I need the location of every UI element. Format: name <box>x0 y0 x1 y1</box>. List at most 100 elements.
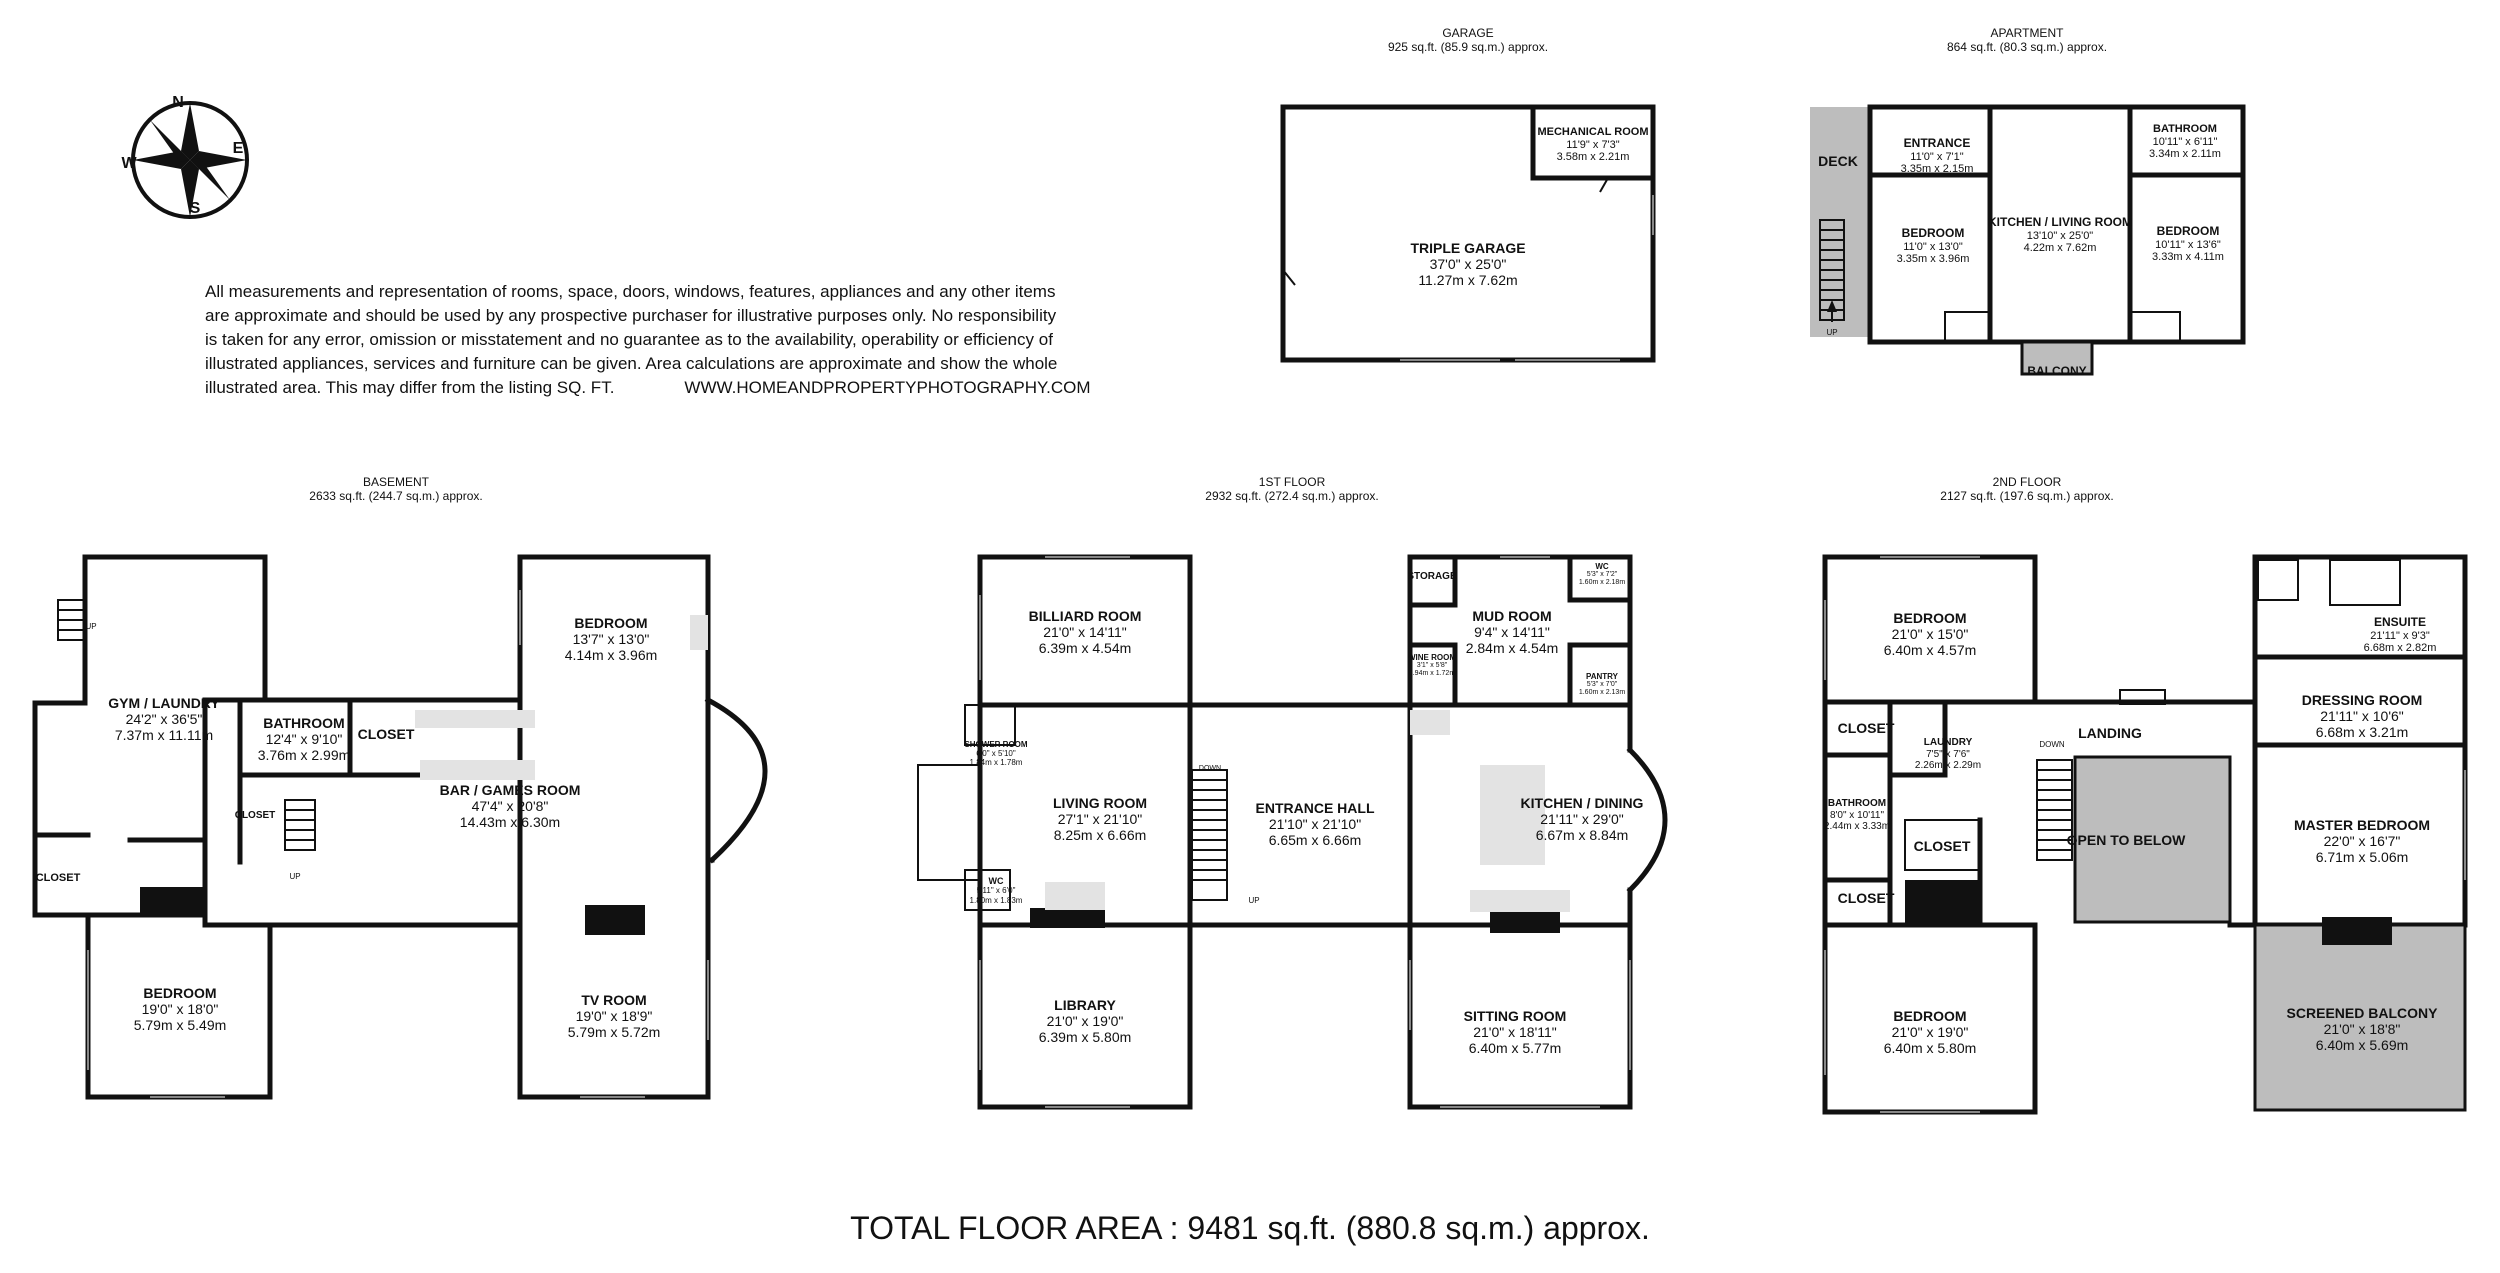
disclaimer-line: illustrated appliances, services and fur… <box>205 354 1058 373</box>
room-landing: LANDING <box>2078 725 2142 741</box>
room-deck: DECK <box>1818 153 1858 169</box>
garage-plan <box>1280 104 1656 363</box>
room-metric: 14.43m x 6.30m <box>459 814 561 831</box>
room-name: TRIPLE GARAGE <box>1410 240 1526 256</box>
room-wc-1: WC 5'11" x 6'0" 1.80m x 1.83m <box>970 876 1023 905</box>
room-imperial: 21'11" x 9'3" <box>2370 629 2430 642</box>
room-first-up: UP <box>1248 896 1260 905</box>
disclaimer: All measurements and representation of r… <box>205 280 1091 400</box>
room-imperial: 19'0" x 18'0" <box>141 1001 219 1018</box>
room-first-down: DOWN <box>1198 765 1222 772</box>
room-name: BEDROOM <box>574 615 648 631</box>
compass-east: E <box>232 140 244 157</box>
room-metric: 3.58m x 2.21m <box>1556 151 1630 164</box>
room-metric: 0.94m x 1.72m <box>1408 670 1456 678</box>
room-metric: 6.67m x 8.84m <box>1535 827 1629 844</box>
room-metric: 4.22m x 7.62m <box>2023 242 2097 255</box>
first-floor-header: 1ST FLOOR 2932 sq.ft. (272.4 sq.m.) appr… <box>1205 475 1378 504</box>
disclaimer-line: are approximate and should be used by an… <box>205 306 1057 325</box>
room-name: DECK <box>1818 153 1858 169</box>
room-name: KITCHEN / LIVING ROOM <box>1988 215 2132 229</box>
room-imperial: 12'4" x 9'10" <box>265 731 343 748</box>
room-basement-closet-1: CLOSET <box>358 726 415 742</box>
room-name: BEDROOM <box>143 985 217 1001</box>
room-name: MUD ROOM <box>1472 608 1552 624</box>
room-imperial: 11'0" x 13'0" <box>1903 240 1963 253</box>
room-imperial: 21'0" x 18'11" <box>1473 1024 1557 1041</box>
room-name: SHOWER ROOM <box>964 740 1028 749</box>
room-second-bedroom-1: BEDROOM 21'0" x 15'0" 6.40m x 4.57m <box>1884 610 1977 658</box>
floor-title: BASEMENT <box>362 475 429 489</box>
room-imperial: 11'0" x 7'1" <box>1910 150 1964 163</box>
room-second-closet-2: CLOSET <box>1914 838 1971 854</box>
room-library: LIBRARY 21'0" x 19'0" 6.39m x 5.80m <box>1039 997 1132 1045</box>
room-metric: 6.40m x 5.80m <box>1883 1040 1977 1057</box>
room-name: CLOSET <box>357 726 415 742</box>
room-metric: 6.68m x 3.21m <box>2315 724 2409 741</box>
room-metric: 4.14m x 3.96m <box>564 647 658 664</box>
room-metric: 3.76m x 2.99m <box>257 747 351 764</box>
room-name: CLOSET <box>1913 838 1971 854</box>
room-metric: 1.60m x 2.18m <box>1578 579 1626 587</box>
floor-area: 925 sq.ft. (85.9 sq.m.) approx. <box>1387 39 1549 54</box>
room-metric: 2.26m x 2.29m <box>1914 760 1982 771</box>
room-apt-bedroom-2: BEDROOM 10'11" x 13'6" 3.33m x 4.11m <box>2152 224 2224 264</box>
room-imperial: 21'10" x 21'10" <box>1268 816 1362 833</box>
room-wine: WINE ROOM 3'1" x 5'8" 0.94m x 1.72m <box>1408 653 1456 678</box>
room-metric: 1.84m x 1.78m <box>969 758 1023 768</box>
room-metric: 6.39m x 4.54m <box>1038 640 1132 657</box>
room-metric: 1.80m x 1.83m <box>969 895 1023 905</box>
room-kitchen: KITCHEN / DINING 21'11" x 29'0" 6.67m x … <box>1521 795 1644 843</box>
room-imperial: 5'3" x 7'2" <box>1586 571 1618 579</box>
room-mud: MUD ROOM 9'4" x 14'11" 2.84m x 4.54m <box>1466 608 1559 656</box>
apartment-header: APARTMENT 864 sq.ft. (80.3 sq.m.) approx… <box>1947 26 2107 55</box>
room-imperial: 22'0" x 16'7" <box>2323 833 2401 850</box>
room-name: BILLIARD ROOM <box>1028 608 1142 624</box>
floor-area: 2633 sq.ft. (244.7 sq.m.) approx. <box>309 488 483 503</box>
room-name: BALCONY <box>2027 364 2087 378</box>
room-basement-up-2: UP <box>289 872 301 881</box>
room-imperial: 6'0" x 5'10" <box>976 749 1016 759</box>
basement-plan <box>32 554 768 1100</box>
disclaimer-line: illustrated area. This may differ from t… <box>205 376 1091 400</box>
room-ensuite: ENSUITE 21'11" x 9'3" 6.68m x 2.82m <box>2364 615 2437 655</box>
room-name: DRESSING ROOM <box>2301 692 2423 708</box>
room-sitting: SITTING ROOM 21'0" x 18'11" 6.40m x 5.77… <box>1464 1008 1567 1056</box>
room-name: BAR / GAMES ROOM <box>439 782 581 798</box>
room-storage: STORAGE <box>1407 571 1456 583</box>
compass-south: S <box>189 200 201 217</box>
room-imperial: 10'11" x 6'11" <box>2152 135 2218 148</box>
room-master: MASTER BEDROOM 22'0" x 16'7" 6.71m x 5.0… <box>2294 817 2430 865</box>
room-basement-closet-2: CLOSET <box>235 810 276 822</box>
room-pantry: PANTRY 5'3" x 7'0" 1.60m x 2.13m <box>1579 672 1625 697</box>
room-basement-closet-3: CLOSET <box>36 872 81 885</box>
room-imperial: 21'0" x 19'0" <box>1891 1024 1969 1041</box>
room-name: BATHROOM <box>263 715 345 731</box>
room-name: WC <box>988 876 1004 886</box>
disclaimer-last-line: illustrated area. This may differ from t… <box>205 378 615 397</box>
room-metric: 6.71m x 5.06m <box>2315 849 2409 866</box>
room-tv: TV ROOM 19'0" x 18'9" 5.79m x 5.72m <box>568 992 661 1040</box>
room-basement-up-1: UP <box>85 622 97 631</box>
room-second-down: DOWN <box>2039 740 2065 749</box>
room-imperial: 13'7" x 13'0" <box>572 631 650 648</box>
room-imperial: 9'4" x 14'11" <box>1474 624 1550 641</box>
room-imperial: 21'11" x 10'6" <box>2320 708 2404 725</box>
floor-title: APARTMENT <box>1990 26 2064 40</box>
basement-header: BASEMENT 2633 sq.ft. (244.7 sq.m.) appro… <box>309 475 483 504</box>
room-imperial: 13'10" x 25'0" <box>2026 229 2094 242</box>
room-imperial: 5'3" x 7'0" <box>1586 681 1618 689</box>
room-living: LIVING ROOM 27'1" x 21'10" 8.25m x 6.66m <box>1053 795 1147 843</box>
room-metric: 3.35m x 2.15m <box>1900 163 1974 176</box>
room-metric: 7.37m x 11.11m <box>114 727 214 744</box>
room-metric: 3.33m x 4.11m <box>2152 251 2224 264</box>
room-wc-2: WC 5'3" x 7'2" 1.60m x 2.18m <box>1579 562 1625 587</box>
room-second-closet-3: CLOSET <box>1838 890 1895 906</box>
room-name: MASTER BEDROOM <box>2293 817 2431 833</box>
room-name: SCREENED BALCONY <box>2286 1005 2438 1021</box>
room-name: LIBRARY <box>1054 997 1116 1013</box>
room-name: BATHROOM <box>1827 798 1887 809</box>
room-second-bedroom-2: BEDROOM 21'0" x 19'0" 6.40m x 5.80m <box>1884 1008 1977 1056</box>
room-imperial: 24'2" x 36'5" <box>125 711 203 728</box>
room-name: TV ROOM <box>581 992 647 1008</box>
